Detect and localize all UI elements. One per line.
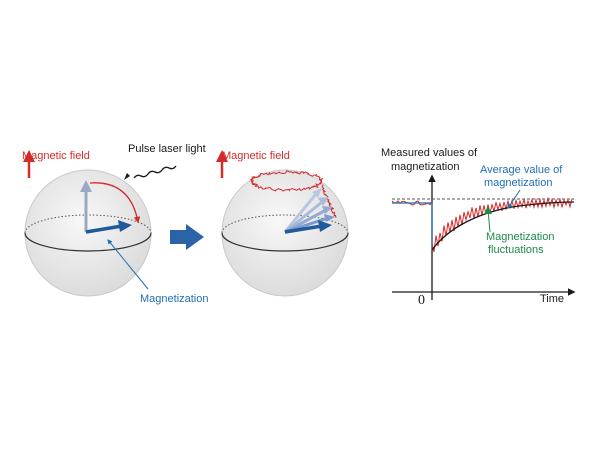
- y-axis-label-line1: Measured values of: [381, 147, 478, 159]
- magnetization-vector-icon: [284, 220, 332, 234]
- pulse-laser-label: Pulse laser light: [128, 143, 206, 155]
- bloch-sphere-2: [221, 169, 349, 297]
- arrow-right-icon: [170, 224, 204, 250]
- average-pointer: [507, 189, 521, 209]
- equator-back-2: [221, 214, 349, 234]
- fluctuation-pointer-head: [484, 206, 492, 214]
- fluctuation-label-line1: Magnetization: [486, 231, 555, 243]
- magnetization-label: Magnetization: [140, 293, 209, 305]
- magnetization-vector-icon: [85, 220, 132, 234]
- wave-arrowhead: [124, 173, 130, 180]
- arrow-up-icon: [23, 150, 35, 178]
- vertical-vector-head-1: [80, 180, 92, 192]
- equator-front-1: [24, 232, 152, 252]
- magnetic-field-label-1: Magnetic field: [22, 150, 90, 162]
- fluctuation-label-line2: fluctuations: [488, 244, 544, 256]
- noisy-precession-loop: [250, 170, 324, 192]
- origin-label: 0: [418, 293, 425, 308]
- panel-2: Magnetic field: [216, 150, 349, 297]
- wave-icon: [133, 165, 177, 179]
- equator-front-2: [221, 232, 349, 252]
- y-axis-label-line2: magnetization: [391, 161, 460, 173]
- recovery-fluctuations: [431, 196, 573, 253]
- panel-3-graph: Measured values of magnetization 0 Time …: [381, 147, 576, 308]
- average-label-line2: magnetization: [484, 177, 553, 189]
- average-label-line1: Average value of: [480, 164, 563, 176]
- x-axis-label: Time: [540, 293, 564, 305]
- magnetization-pointer: [107, 239, 149, 290]
- noisy-precession-trail: [321, 184, 337, 218]
- magnetic-field-label-2: Magnetic field: [222, 150, 290, 162]
- precession-arc-1: [89, 182, 141, 224]
- pre-pulse-signal: [391, 200, 433, 206]
- panel-1: Magnetic field Pulse laser light Magneti…: [22, 143, 209, 305]
- equator-back-1: [24, 214, 152, 234]
- arrow-up-icon: [216, 150, 228, 178]
